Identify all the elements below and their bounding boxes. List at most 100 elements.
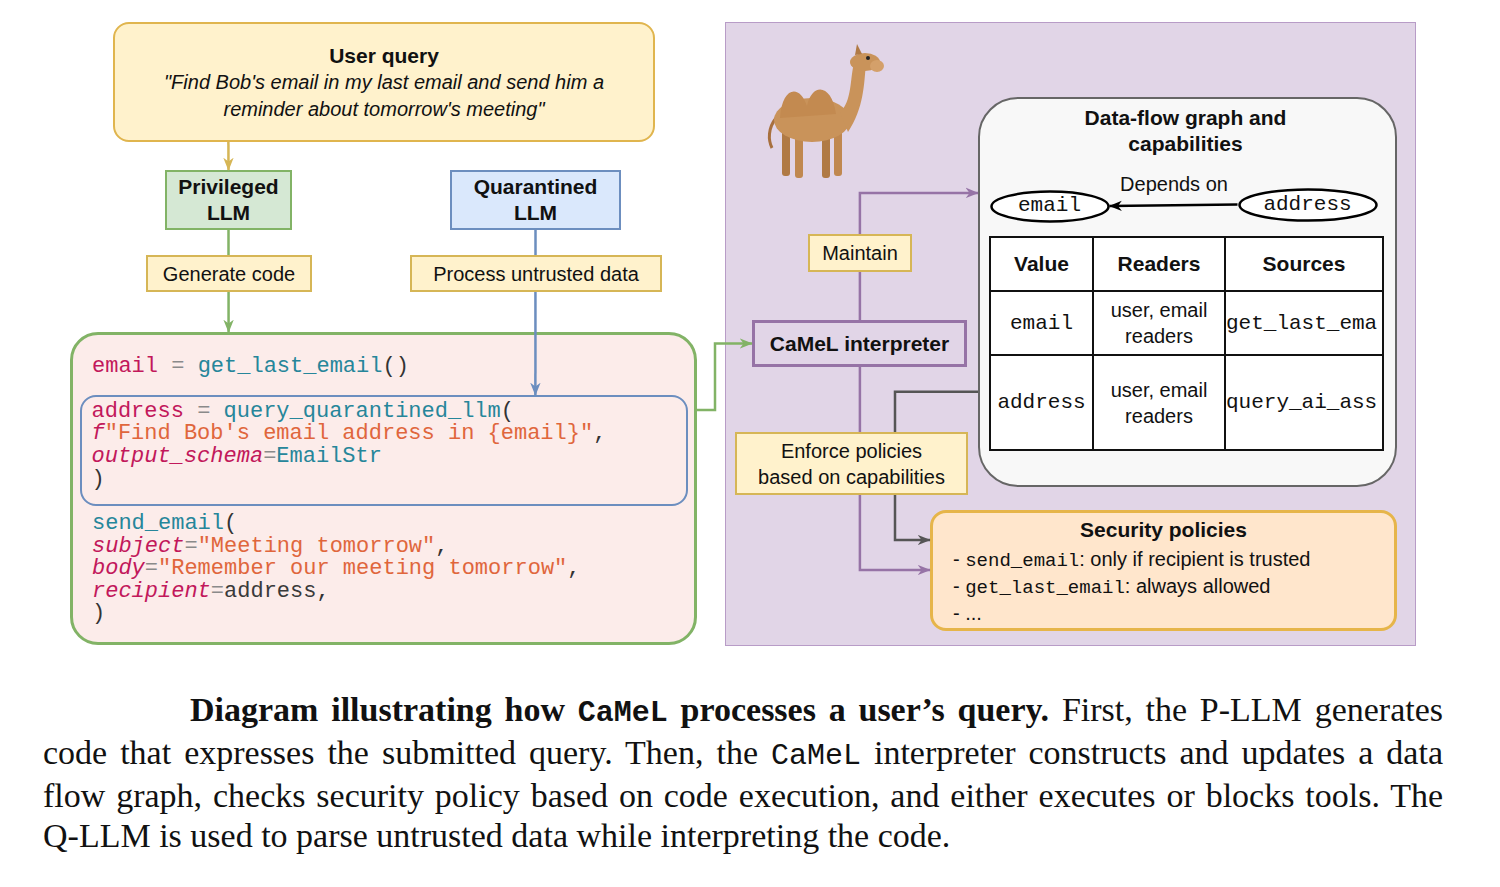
camel-hump — [780, 90, 836, 118]
code-token: "Meeting tomorrow" — [198, 534, 436, 559]
code-token: body — [92, 556, 145, 581]
code-token: , — [567, 556, 580, 581]
table-cell: query_ai_ass — [1225, 355, 1383, 450]
camel-eye — [866, 56, 870, 60]
policy-tool-name: send_email — [965, 550, 1079, 572]
node-text: send_email( — [92, 512, 237, 535]
quarantined-code-region: address = query_quarantined_llm(f"Find B… — [80, 395, 688, 506]
code-token: = — [145, 556, 158, 581]
code-token: , — [435, 534, 448, 559]
table-cell: Value — [990, 237, 1093, 291]
value-ellipse: email — [990, 190, 1110, 223]
node-text: Privileged LLM — [167, 174, 290, 226]
connector — [227, 142, 230, 170]
node-text: email = get_last_email() — [92, 355, 409, 378]
table-cell: get_last_ema — [1225, 291, 1383, 355]
node-text: address — [1263, 192, 1351, 218]
table-rule — [990, 290, 1383, 292]
edge-label-box: Enforce policies based on capabilities — [735, 432, 968, 495]
code-token: address — [224, 579, 316, 604]
node-text: Data-flow graph and capabilities — [1056, 105, 1316, 157]
code-token: email — [92, 354, 158, 379]
node-text: ) — [92, 468, 105, 491]
node-text: - send_email: only if recipient is trust… — [953, 546, 1310, 575]
caption-mono-word: CaMeL — [578, 696, 668, 730]
edge-label-box: Generate code — [146, 255, 312, 292]
node-text: Security policies — [930, 517, 1397, 543]
edge-label-box: Process untrusted data — [410, 255, 662, 292]
code-token: EmailStr — [276, 444, 382, 469]
node-text: - get_last_email: always allowed — [953, 573, 1270, 602]
ellipse-shape — [991, 191, 1108, 221]
code-token: "Remember our meeting tomorrow" — [158, 556, 567, 581]
table-cell: email — [990, 291, 1093, 355]
code-token: = — [184, 534, 197, 559]
node-text: - ... — [953, 600, 982, 627]
node-text: Quarantined LLM — [452, 174, 619, 226]
table-cell: address — [990, 355, 1093, 450]
code-token: recipient — [92, 579, 211, 604]
table-cell: user, email readers — [1093, 291, 1225, 355]
table-cell: Readers — [1093, 237, 1225, 291]
code-token: = — [197, 399, 210, 424]
node-text: f"Find Bob's email address in {email}", — [92, 422, 607, 445]
camel-snout — [870, 60, 884, 72]
code-token: f — [92, 421, 105, 446]
connector — [697, 344, 752, 410]
code-token: query_quarantined_llm — [224, 399, 501, 424]
code-token: send_email — [92, 511, 224, 536]
code-token: get_last_email — [198, 354, 383, 379]
table-cell: Sources — [1225, 237, 1383, 291]
interpreter-box: CaMeL interpreter — [752, 320, 967, 367]
node-text: email — [1018, 193, 1081, 219]
code-token: = — [263, 444, 276, 469]
code-token: address — [92, 399, 184, 424]
caption-lead: Diagram illustrating how CaMeL processes… — [190, 691, 1049, 728]
code-token: ( — [501, 399, 514, 424]
node-text: recipient=address, — [92, 580, 330, 603]
edge-label-box: Maintain — [808, 234, 912, 272]
node-text: address = query_quarantined_llm( — [92, 400, 514, 423]
figure-caption: Diagram illustrating how CaMeL processes… — [43, 690, 1443, 856]
camel-ear — [855, 44, 862, 55]
llm-box: Privileged LLM — [165, 170, 292, 230]
node-text: User query — [329, 42, 439, 69]
node-text: "Find Bob's email in my last email and s… — [127, 69, 642, 123]
code-token: "Find Bob's email address in {email}" — [105, 421, 593, 446]
node-text: CaMeL interpreter — [770, 331, 949, 357]
table-rule — [990, 354, 1383, 356]
query-box: User query"Find Bob's email in my last e… — [113, 22, 655, 142]
code-token: ( — [382, 354, 395, 379]
code-token: = — [171, 354, 184, 379]
camel-neck — [840, 63, 866, 132]
table-rule — [1092, 237, 1094, 450]
code-token: ) — [396, 354, 409, 379]
ellipse-shape — [1239, 189, 1376, 220]
code-token: ) — [92, 467, 105, 492]
node-text: subject="Meeting tomorrow", — [92, 535, 448, 558]
node-text: body="Remember our meeting tomorrow", — [92, 557, 581, 580]
code-token: = — [211, 579, 224, 604]
connector — [1110, 205, 1238, 207]
llm-box: Quarantined LLM — [450, 170, 621, 230]
table-cell: user, email readers — [1093, 355, 1225, 450]
policy-tool-name: get_last_email — [965, 577, 1125, 599]
node-text: ) — [92, 602, 105, 625]
code-token: , — [316, 579, 329, 604]
code-token: subject — [92, 534, 184, 559]
policy-box: Security policies - send_email: only if r… — [930, 510, 1397, 631]
code-token: ) — [92, 601, 105, 626]
node-text: output_schema=EmailStr — [92, 445, 382, 468]
table-frame — [990, 237, 1383, 450]
value-ellipse: address — [1238, 188, 1378, 222]
code-token: output_schema — [92, 444, 264, 469]
edge-label: Depends on — [1110, 171, 1238, 197]
code-token: , — [593, 421, 606, 446]
table-rule — [1224, 237, 1226, 450]
code-box: email = get_last_email()send_email(subje… — [70, 332, 697, 645]
caption-mono-word: CaMeL — [771, 739, 861, 773]
code-token: ( — [224, 511, 237, 536]
camel-illustration — [762, 38, 887, 183]
